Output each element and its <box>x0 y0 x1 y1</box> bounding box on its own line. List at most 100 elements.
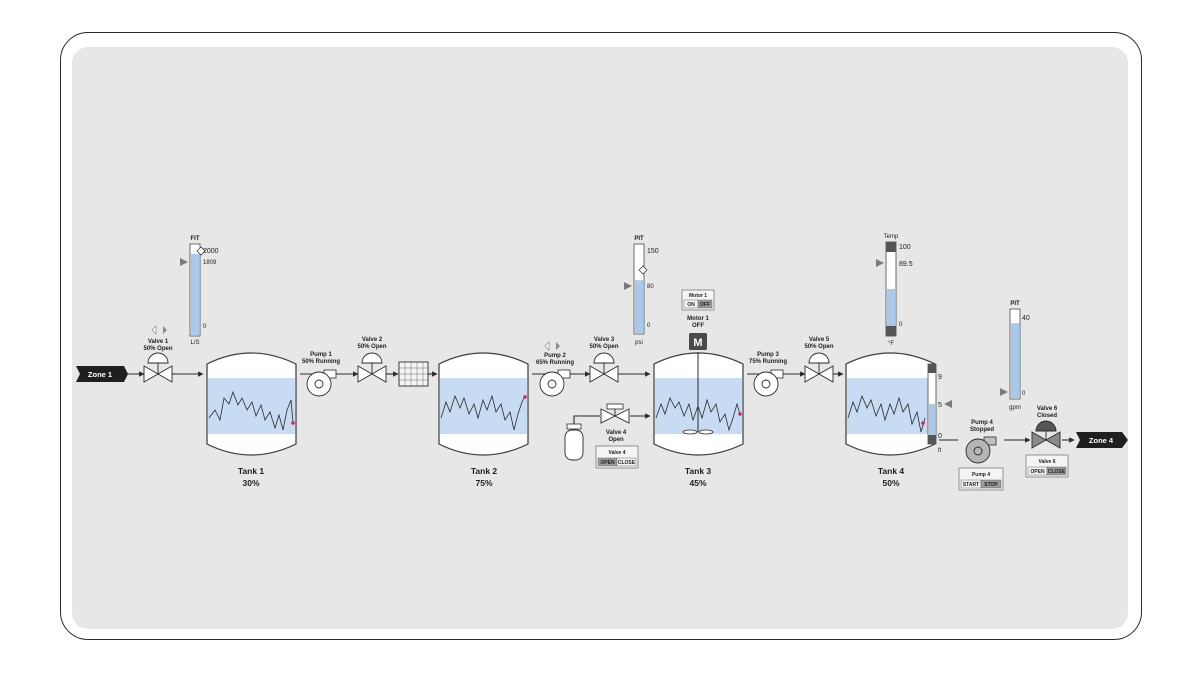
valve-6-close-label: CLOSE <box>1048 469 1066 475</box>
fit-value: 1809 <box>203 260 217 266</box>
temp-level-fill <box>887 289 895 326</box>
arrow-left-icon[interactable] <box>544 341 550 351</box>
pit-2-level-fill <box>1011 323 1019 398</box>
tank-3[interactable]: Tank 3 45% <box>653 352 744 488</box>
bowtie-valve-icon <box>804 365 834 383</box>
valve-2[interactable]: Valve 2 50% Open <box>357 337 387 383</box>
tank-1-trend <box>208 390 294 431</box>
motor-symbol: M <box>693 337 702 349</box>
setpoint-diamond-icon <box>196 246 206 256</box>
valve-1[interactable]: Valve 1 50% Open <box>143 325 173 383</box>
agitator-icon <box>682 352 714 435</box>
pump-1-status: 50% Running <box>302 359 340 365</box>
pump-4-status: Stopped <box>970 427 994 433</box>
pump-4-start-button[interactable]: START <box>960 479 982 489</box>
pump-4-name: Pump 4 <box>971 420 993 426</box>
centrifugal-pump-icon <box>539 369 571 397</box>
valve-4-open-label: OPEN <box>600 460 615 466</box>
motor-off-button[interactable]: OFF <box>697 299 713 309</box>
level-unit: ft <box>938 448 942 454</box>
motor-1-control: Motor 1 ON OFF Motor 1 OFF M <box>681 289 715 350</box>
pump-3-name: Pump 3 <box>757 352 779 358</box>
pit-1-gauge: PIT 150 80 0 psi <box>624 236 659 346</box>
valve-2-status: 50% Open <box>357 344 386 350</box>
tank-1[interactable]: Tank 1 30% <box>206 352 297 488</box>
valve-actuator-icon <box>808 352 830 364</box>
valve-actuator-icon <box>361 352 383 364</box>
pump-4-control: Pump 4 START STOP <box>958 467 1004 491</box>
tank-2[interactable]: Tank 2 75% <box>438 352 529 488</box>
valve-actuator-icon <box>147 352 169 364</box>
filter-icon <box>398 361 429 387</box>
pit-2-unit: gpm <box>1009 405 1021 411</box>
tank-4[interactable]: Tank 4 50% <box>845 352 936 488</box>
alarm-dot-icon <box>291 421 295 425</box>
fit-level-fill <box>191 254 199 335</box>
pump-2-name: Pump 2 <box>544 353 566 359</box>
level-top: 9 <box>938 374 942 381</box>
temp-min: 0 <box>899 322 903 328</box>
tank-1-level: 30% <box>242 478 259 488</box>
valve-4-open-button[interactable]: OPEN <box>597 457 618 467</box>
temp-value: 89.5 <box>899 261 913 268</box>
tank-4-level: 50% <box>882 478 899 488</box>
tank-4-gauge-fill <box>929 404 935 435</box>
motor-1-status: OFF <box>692 323 704 329</box>
pump-4-stop-button[interactable]: STOP <box>980 479 1002 489</box>
valve-6-close-button[interactable]: CLOSE <box>1046 466 1067 476</box>
temp-max: 100 <box>899 244 911 251</box>
arrow-right-icon[interactable] <box>556 342 560 350</box>
temp-tag: Temp <box>884 234 899 240</box>
arrow-left-icon[interactable] <box>151 325 157 335</box>
valve-4-panel-title: Valve 4 <box>609 450 626 456</box>
pit-2-max: 40 <box>1022 315 1030 322</box>
valve-actuator-icon <box>1035 420 1057 432</box>
zone-1-inlet[interactable]: Zone 1 <box>76 366 128 382</box>
pump-3[interactable]: Pump 3 75% Running <box>749 352 787 397</box>
valve-4-status: Open <box>608 437 624 443</box>
pump-2[interactable]: Pump 2 65% Running <box>536 341 574 397</box>
pit-2-gauge: PIT 40 0 gpm <box>1000 301 1030 411</box>
tank-2-liquid <box>440 378 527 434</box>
tank-4-name: Tank 4 <box>878 466 905 476</box>
pump-1-name: Pump 1 <box>310 352 332 358</box>
valve-3[interactable]: Valve 3 50% Open <box>589 337 619 383</box>
pit-1-min: 0 <box>647 323 651 329</box>
setpoint-diamond-icon <box>638 265 648 275</box>
tank-3-trend <box>655 396 741 432</box>
pump-1[interactable]: Pump 1 50% Running <box>302 352 340 397</box>
bowtie-valve-icon <box>1031 431 1061 449</box>
valve-4[interactable]: Valve 4 Open <box>600 403 630 443</box>
centrifugal-pump-icon <box>965 436 997 464</box>
valve-6-status: Closed <box>1037 413 1057 419</box>
motor-1-panel-title: Motor 1 <box>689 293 707 299</box>
pump-4-panel-title: Pump 4 <box>972 472 990 478</box>
level-pointer-icon <box>944 400 952 408</box>
temp-gauge: Temp 100 89.5 0 °F <box>876 234 913 347</box>
arrow-right-icon[interactable] <box>163 326 167 334</box>
pump-2-status: 65% Running <box>536 360 574 366</box>
valve-6-open-button[interactable]: OPEN <box>1027 466 1048 476</box>
valve-4-close-button[interactable]: CLOSE <box>616 457 637 467</box>
level-bottom: 0 <box>938 433 942 440</box>
temp-pointer-icon <box>876 259 884 267</box>
valve-6[interactable]: Valve 6 Closed <box>1031 406 1061 449</box>
valve-6-panel-title: Valve 6 <box>1039 459 1056 465</box>
valve-5[interactable]: Valve 5 50% Open <box>804 337 834 383</box>
tank-3-level: 45% <box>689 478 706 488</box>
pump-4[interactable]: Pump 4 Stopped <box>965 420 997 464</box>
valve-6-name: Valve 6 <box>1037 406 1058 412</box>
motor-icon[interactable]: M <box>689 333 707 350</box>
tank-3-name: Tank 3 <box>685 466 712 476</box>
zone-4-outlet[interactable]: Zone 4 <box>1076 432 1128 448</box>
temp-unit: °F <box>888 341 894 347</box>
pit-1-max: 150 <box>647 248 659 255</box>
motor-on-button[interactable]: ON <box>683 299 699 309</box>
valve-actuator-icon <box>593 352 615 364</box>
level-mid: 5 <box>938 402 942 409</box>
valve-6-control: Valve 6 OPEN CLOSE <box>1025 454 1069 478</box>
valve-5-name: Valve 5 <box>809 337 830 343</box>
alarm-dot-icon <box>921 421 925 425</box>
pit-2-tag: PIT <box>1010 301 1020 307</box>
hmi-panel <box>72 47 1128 629</box>
